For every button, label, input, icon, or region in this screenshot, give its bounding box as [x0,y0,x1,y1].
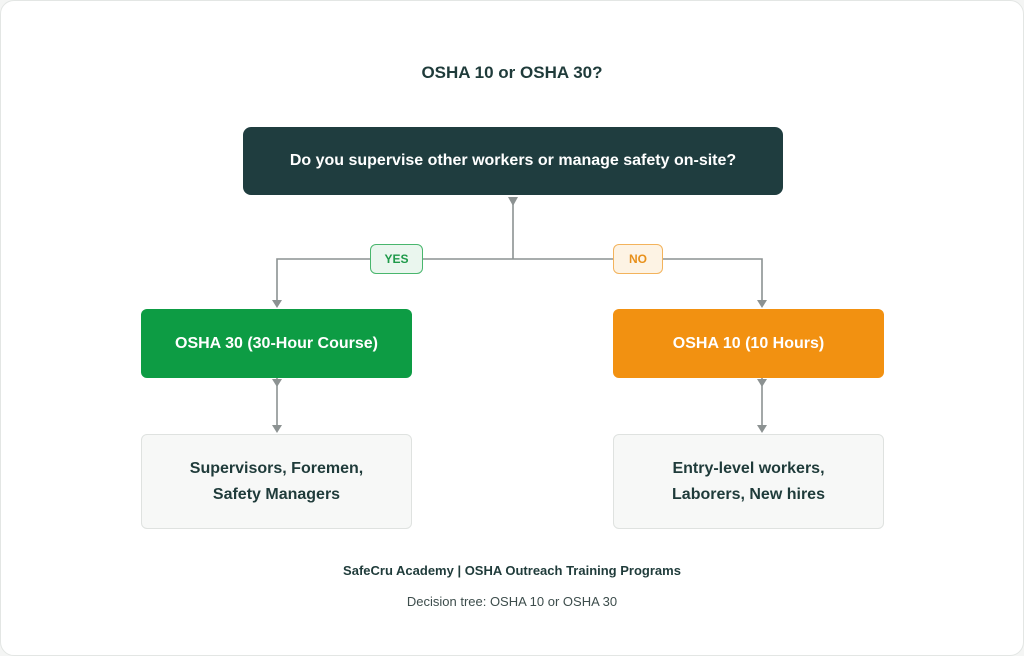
osha-10-audience-node: Entry-level workers, Laborers, New hires [613,434,884,529]
osha-10-node: OSHA 10 (10 Hours) [613,309,884,378]
yes-label: YES [370,244,423,274]
no-down-marker [757,379,767,387]
audience-line: Safety Managers [212,485,341,503]
osha-30-audience-node: Supervisors, Foremen, Safety Managers [141,434,412,529]
audience-line: Supervisors, Foremen, [189,459,364,477]
question-node: Do you supervise other workers or manage… [243,127,783,195]
audience-line: Entry-level workers, [672,459,825,477]
yes-connector-line [276,258,513,301]
yes-down-arrow-head [272,425,282,433]
yes-arrow-head [272,300,282,308]
footer-caption: Decision tree: OSHA 10 or OSHA 30 [406,594,618,609]
no-connector-line [513,258,763,301]
no-down-arrow-head [757,425,767,433]
trunk-arrow-marker [508,197,518,206]
yes-down-marker [272,379,282,387]
no-label: NO [613,244,663,274]
diagram-title: OSHA 10 or OSHA 30? [421,63,603,82]
no-arrow-head [757,300,767,308]
audience-line: Laborers, New hires [672,485,825,503]
osha-30-node: OSHA 30 (30-Hour Course) [141,309,412,378]
footer-title: SafeCru Academy | OSHA Outreach Training… [343,563,681,578]
